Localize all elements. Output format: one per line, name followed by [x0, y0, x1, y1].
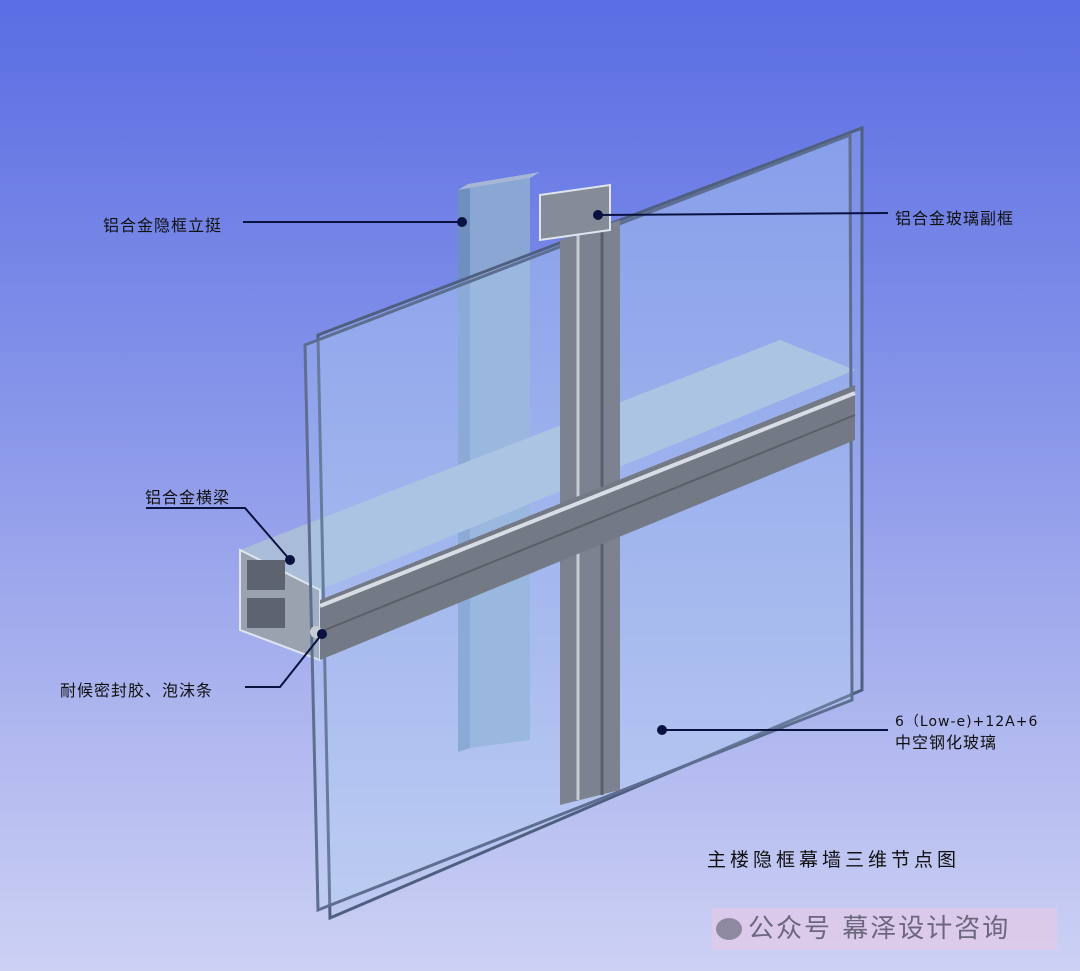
leader-lines	[146, 210, 889, 735]
watermark-text: 公众号 幕泽设计咨询	[748, 914, 1011, 944]
label-transom: 铝合金横梁	[145, 488, 231, 507]
sub-frame-profile	[539, 183, 611, 242]
label-sealant: 耐候密封胶、泡沫条	[60, 681, 214, 700]
diagram-title: 主楼隐框幕墙三维节点图	[707, 849, 961, 871]
transom-chamber	[247, 560, 285, 590]
transom-top	[240, 340, 855, 590]
watermark: 公众号 幕泽设计咨询	[712, 908, 1057, 950]
label-mullion: 铝合金隐框立挺	[103, 216, 223, 235]
label-glass-name: 中空钢化玻璃	[895, 733, 998, 752]
mullion-top	[458, 172, 540, 190]
wechat-icon	[716, 918, 742, 940]
label-sub-frame: 铝合金玻璃副框	[895, 209, 1015, 228]
transom-chamber	[247, 598, 285, 628]
label-glass-spec: 6（Low-e)+12A+6	[895, 714, 1039, 730]
